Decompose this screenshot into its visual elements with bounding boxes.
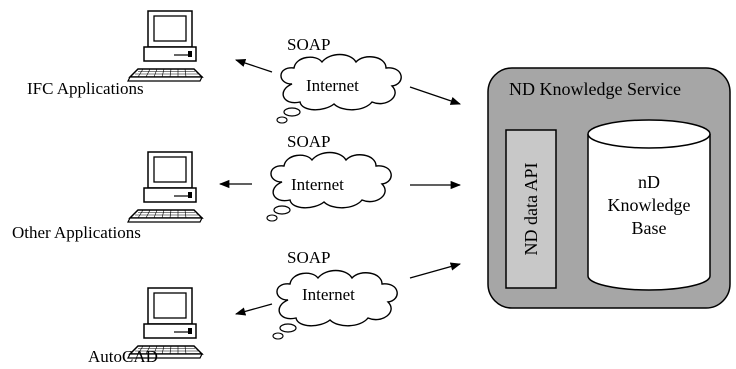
client-label-other: Other Applications <box>12 223 141 242</box>
computer-icon-ifc <box>127 10 203 82</box>
network-label-3: Internet <box>302 285 355 304</box>
kb-label-line3: Base <box>632 218 667 238</box>
kb-label-line2: Knowledge <box>608 195 691 215</box>
arrow-to-ifc <box>235 59 273 73</box>
arrow-to-service-1 <box>409 86 461 105</box>
client-label-ifc: IFC Applications <box>27 79 144 98</box>
network-label-2: Internet <box>291 175 344 194</box>
kb-label-line1: nD <box>638 172 660 192</box>
data-api-label: ND data API <box>521 163 541 256</box>
protocol-label-3: SOAP <box>287 248 330 267</box>
computer-icon-other <box>127 151 203 223</box>
network-label-1: Internet <box>306 76 359 95</box>
arrow-to-autocad <box>234 303 273 316</box>
knowledge-base-cylinder <box>587 119 711 291</box>
protocol-label-1: SOAP <box>287 35 330 54</box>
client-label-autocad: AutoCAD <box>88 347 158 366</box>
service-title: ND Knowledge Service <box>509 79 681 99</box>
cloud-icon-3 <box>272 269 398 340</box>
arrow-to-service-3 <box>409 262 462 279</box>
protocol-label-2: SOAP <box>287 132 330 151</box>
data-api-box <box>505 129 557 289</box>
